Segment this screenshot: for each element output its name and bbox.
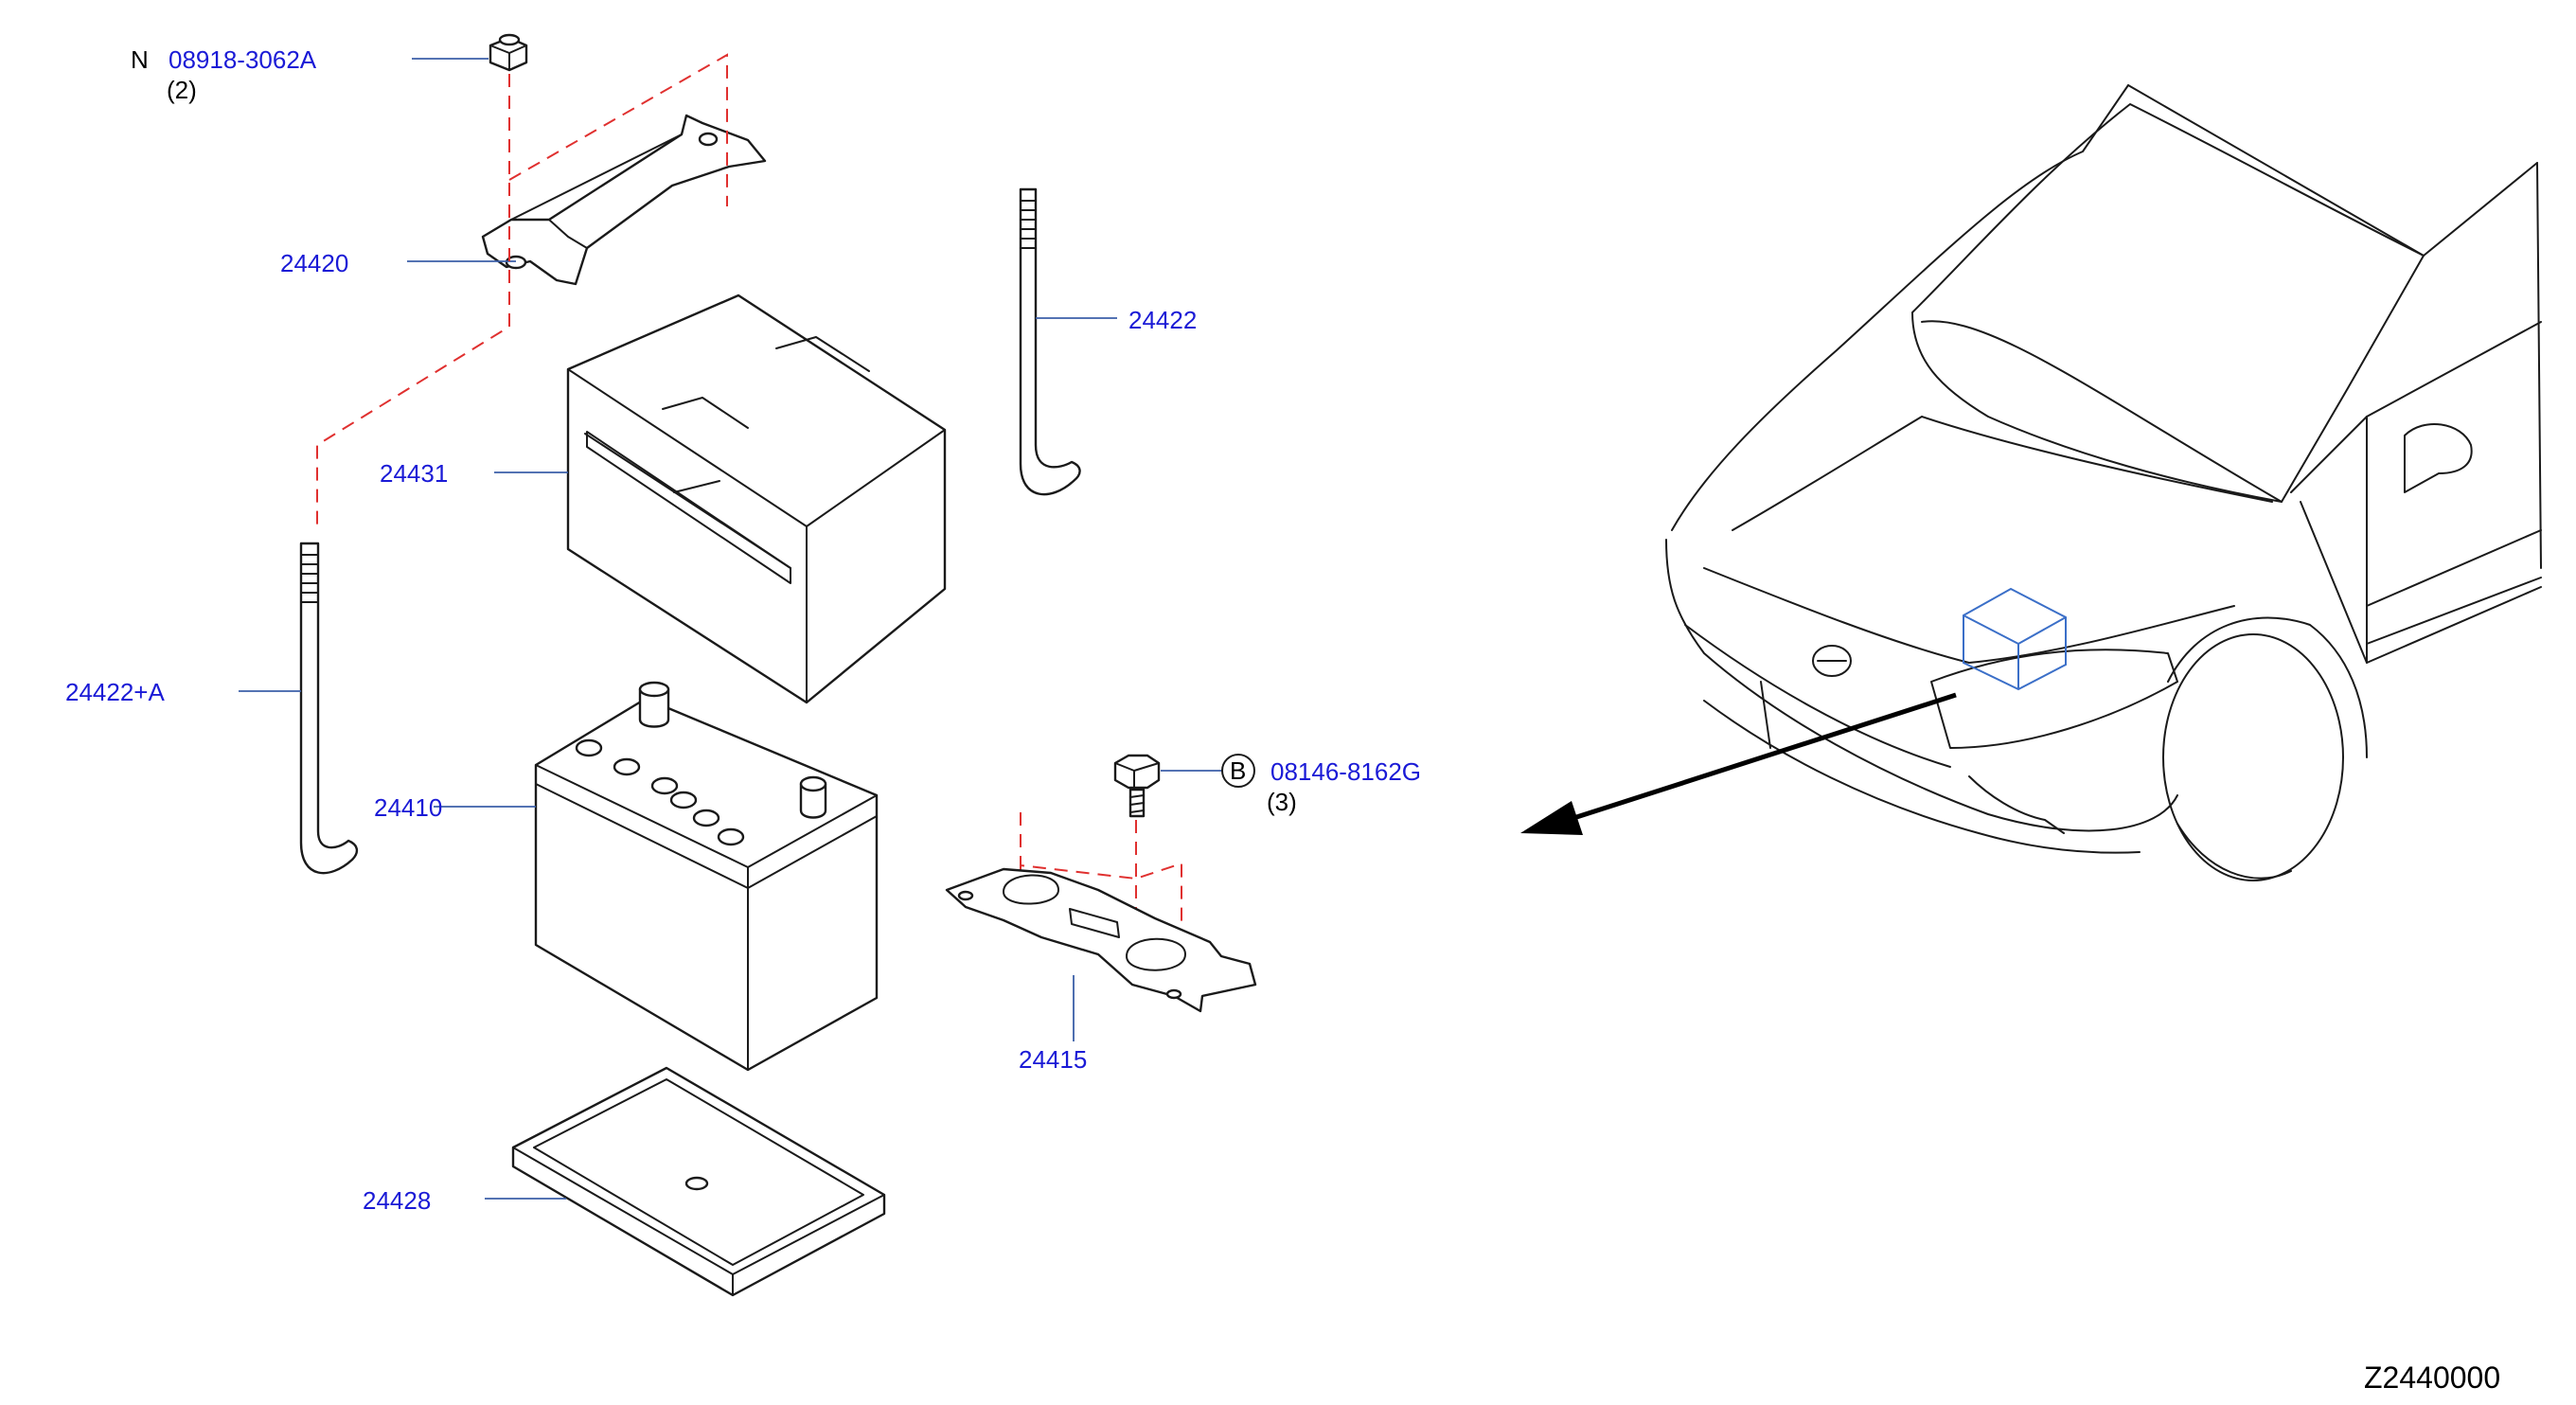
bolt-prefix: B bbox=[1230, 756, 1246, 785]
frame-part-number[interactable]: 24420 bbox=[280, 249, 348, 277]
nut-part[interactable] bbox=[489, 33, 528, 72]
bolt-part-number[interactable]: 08146-8162G bbox=[1270, 757, 1421, 786]
nut-part-number[interactable]: 08918-3062A bbox=[169, 45, 317, 74]
rod-right-part[interactable] bbox=[1019, 187, 1081, 496]
bolt-part[interactable] bbox=[1113, 754, 1161, 818]
bracket-part[interactable] bbox=[945, 867, 1257, 1013]
nut-quantity: (2) bbox=[167, 76, 197, 104]
battery-part-number[interactable]: 24410 bbox=[374, 793, 442, 822]
rod-left-part-number[interactable]: 24422+A bbox=[65, 678, 165, 706]
bolt-prefix-circle bbox=[1221, 754, 1255, 788]
battery-location-box bbox=[1963, 587, 2067, 691]
frame-part[interactable] bbox=[481, 114, 767, 286]
bolt-quantity: (3) bbox=[1267, 788, 1297, 816]
assembly-line-nut-frame bbox=[316, 53, 728, 530]
diagram-code: Z2440000 bbox=[2364, 1361, 2500, 1395]
battery-part[interactable] bbox=[534, 681, 879, 1072]
nut-prefix: N bbox=[131, 45, 149, 74]
vehicle-location-view bbox=[1665, 84, 2542, 881]
rod-right-part-number[interactable]: 24422 bbox=[1128, 306, 1197, 334]
bracket-part-number[interactable]: 24415 bbox=[1019, 1045, 1087, 1074]
tray-part[interactable] bbox=[511, 1066, 886, 1297]
cover-part[interactable] bbox=[566, 293, 947, 704]
location-arrow bbox=[1520, 692, 1957, 835]
cover-part-number[interactable]: 24431 bbox=[380, 459, 448, 488]
battery-caps bbox=[575, 738, 745, 846]
rod-left-part[interactable] bbox=[299, 542, 359, 875]
tray-part-number[interactable]: 24428 bbox=[363, 1186, 431, 1215]
